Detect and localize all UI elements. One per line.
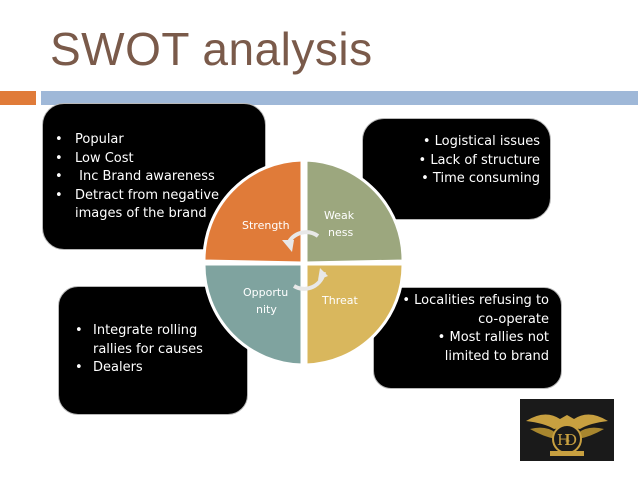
weakness-label-1: Weak [324,209,355,222]
list-item: • Most rallies not limited to brand [437,330,549,364]
eagle-logo-icon: H-D [526,414,608,456]
header-rule [41,91,638,105]
list-item: •Dealers [75,360,143,375]
list-item: •Integrate rolling rallies for causes [75,323,203,357]
logo: H-D [520,399,614,461]
threats-list: • Localities refusing to co-operate • Mo… [384,292,549,366]
logo-text: H-D [557,431,577,449]
list-item: •Low Cost [55,150,134,166]
strengths-list: •Popular •Low Cost • Inc Brand awareness… [55,131,225,224]
weaknesses-list: • Logistical issues • Lack of structure … [412,133,541,189]
list-item: • Time consuming [421,171,540,186]
threat-label: Threat [321,294,358,307]
cycle-arrow-icon [292,271,326,291]
page-title: SWOT analysis [50,23,373,75]
arrow-head-icon [318,268,328,280]
strengths-box: •Popular •Low Cost • Inc Brand awareness… [42,103,266,250]
list-item: • Logistical issues [422,134,540,149]
arrow-head-icon [282,240,294,252]
list-item: •Detract from negative images of the bra… [55,187,220,222]
weaknesses-box: • Logistical issues • Lack of structure … [362,118,551,220]
opportunities-list: •Integrate rolling rallies for causes •D… [75,322,218,378]
list-item: • Inc Brand awareness [55,169,215,184]
opportunity-label-1: Opportu [243,286,288,299]
weakness-label-2: ness [328,226,353,239]
list-item: •Popular [55,132,124,147]
opportunities-box: •Integrate rolling rallies for causes •D… [58,286,248,415]
accent-bar [0,91,36,105]
list-item: • Localities refusing to co-operate [402,293,549,327]
opportunity-label-2: nity [256,303,277,316]
list-item: • Lack of structure [418,152,541,168]
cycle-arrow-icon [286,230,320,245]
threats-box: • Localities refusing to co-operate • Mo… [373,287,562,389]
